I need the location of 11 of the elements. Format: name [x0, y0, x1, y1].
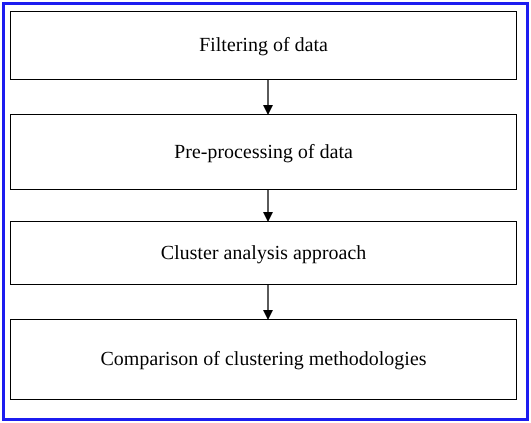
process-box [10, 221, 517, 285]
arrow [263, 285, 273, 320]
process-box [10, 319, 517, 400]
arrow [263, 80, 273, 115]
step-label: Cluster analysis approach [160, 242, 366, 264]
process-box [10, 114, 517, 190]
step-label: Comparison of clustering methodologies [100, 348, 427, 371]
step-label: Filtering of data [199, 34, 328, 57]
process-box [10, 11, 517, 80]
arrow [263, 190, 273, 222]
step-label: Pre-processing of data [174, 140, 353, 164]
